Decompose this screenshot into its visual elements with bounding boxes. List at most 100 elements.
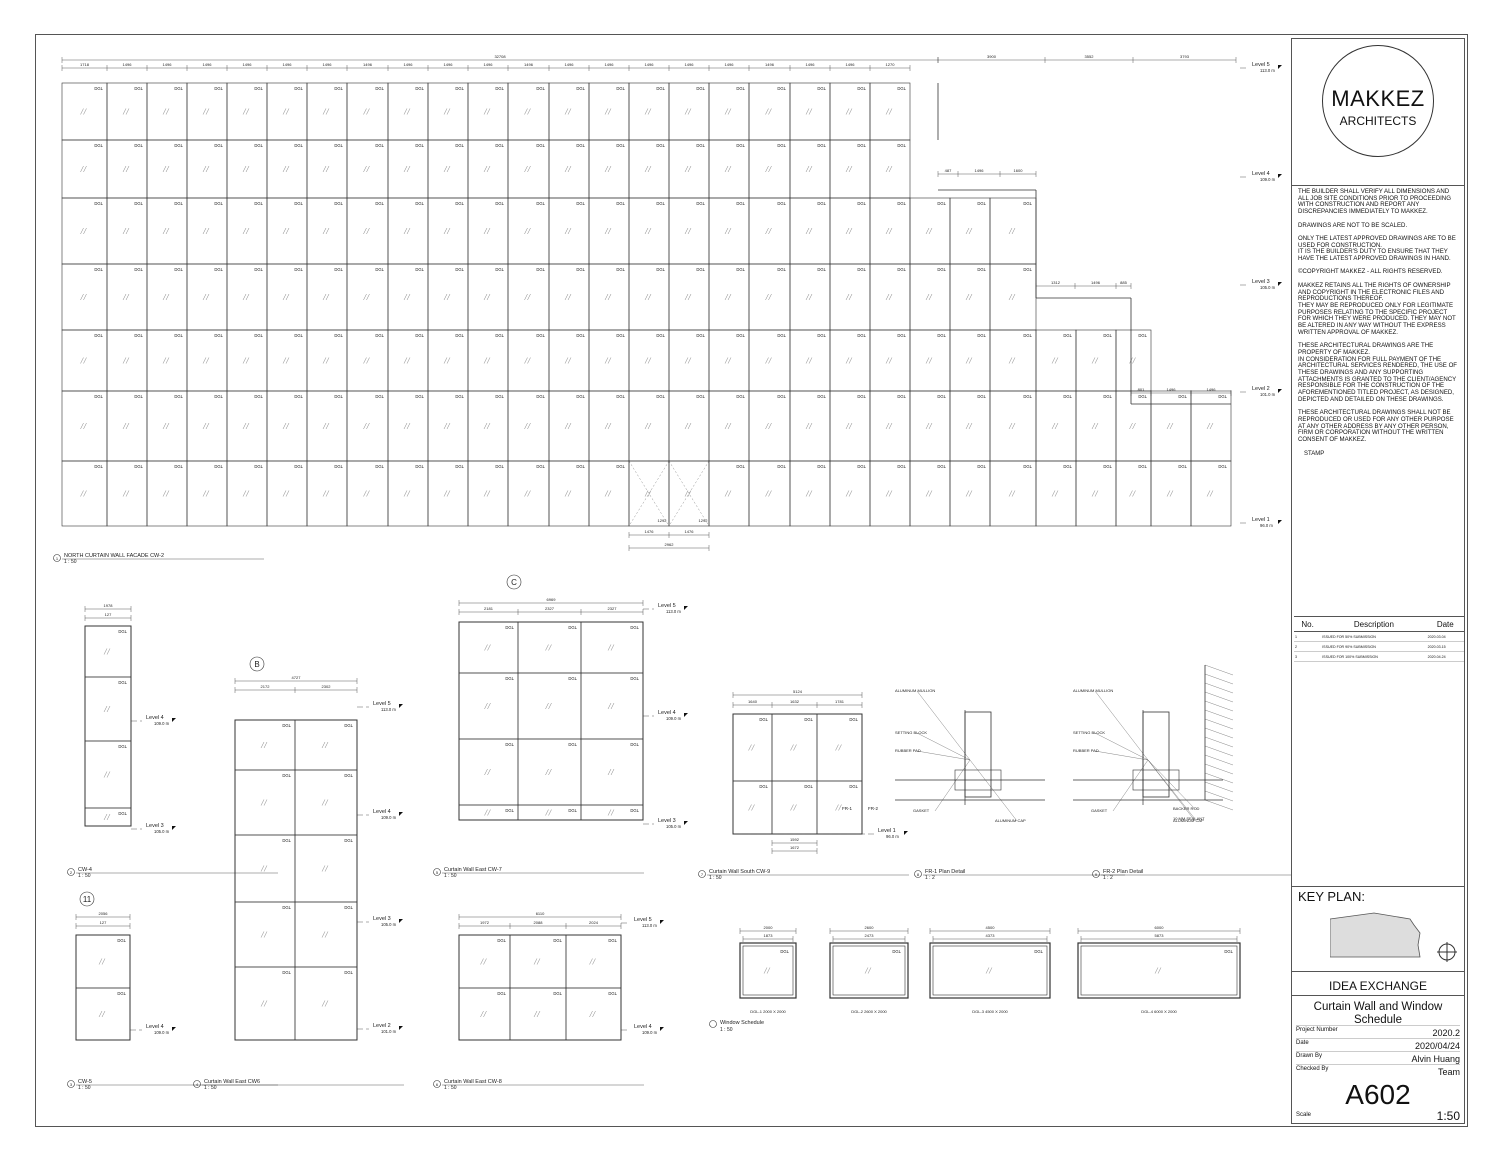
glazing-panel: [507, 263, 550, 331]
dimension-text: 1640: [748, 699, 758, 704]
panel-tag: DGL: [696, 333, 705, 338]
panel-tag: DGL: [536, 333, 545, 338]
glazing-panel: [294, 966, 358, 1041]
glazing-panel: [949, 329, 991, 392]
dimension-text: 3552: [1085, 54, 1095, 59]
glass-hatch: [325, 293, 330, 301]
panel-tag: DGL: [294, 201, 303, 206]
panel-tag: DGL: [495, 86, 504, 91]
panel-tag: DGL: [334, 333, 343, 338]
level-name: Level 2: [1252, 386, 1270, 392]
rev-desc: ISSUED FOR 100% SUBMISSION: [1321, 651, 1427, 662]
panel-tag: DGL: [344, 905, 353, 910]
glass-hatch: [607, 293, 612, 301]
glass-hatch: [165, 357, 170, 364]
glass-hatch: [965, 422, 970, 430]
dimension-text: 1496: [605, 62, 615, 67]
glass-hatch: [527, 108, 531, 115]
panel-tag: DGL: [897, 464, 906, 469]
glass-hatch: [751, 744, 755, 751]
panel-tag: DGL: [94, 143, 103, 148]
panel-tag: DGL: [294, 464, 303, 469]
glass-hatch: [263, 931, 268, 938]
project-number-label: Project Number: [1296, 1027, 1338, 1033]
panel-tag: DGL: [214, 201, 223, 206]
glass-hatch: [1008, 422, 1013, 430]
glass-hatch: [202, 227, 207, 235]
panel-tag: DGL: [849, 784, 858, 789]
glass-hatch: [1094, 357, 1099, 364]
glass-hatch: [122, 422, 127, 430]
glass-hatch: [282, 108, 287, 115]
glass-hatch: [484, 768, 488, 776]
panel-tag: DGL: [656, 333, 665, 338]
level-elevation: 109.0 m: [154, 721, 170, 726]
glass-hatch: [80, 490, 84, 497]
panel-tag: DGL: [254, 201, 263, 206]
glass-hatch: [968, 227, 973, 235]
glass-hatch: [888, 490, 893, 497]
panel-tag: DGL: [553, 938, 562, 943]
wall-hatch: [1204, 727, 1234, 739]
view-title: Window Schedule: [720, 1020, 764, 1026]
glass-hatch: [768, 227, 772, 235]
panel-tag: DGL: [1138, 333, 1147, 338]
dimension-text: 1496: [685, 62, 695, 67]
panel-tag: DGL: [568, 808, 577, 813]
glass-hatch: [263, 865, 268, 872]
panel-tag: DGL: [576, 201, 585, 206]
view-number-circle: [67, 1080, 75, 1088]
glazing-panel: [146, 263, 188, 331]
glass-hatch: [122, 227, 127, 235]
glass-hatch: [1008, 490, 1013, 497]
glass-hatch: [1094, 422, 1099, 430]
panel-tag: DGL: [344, 773, 353, 778]
glass-hatch: [242, 422, 247, 430]
dimension-text: 1632: [790, 699, 800, 704]
glass-hatch: [1008, 227, 1013, 235]
glass-hatch: [684, 422, 689, 430]
glass-hatch: [443, 227, 448, 235]
project-name: IDEA EXCHANGE: [1328, 979, 1428, 993]
glass-hatch: [644, 422, 649, 430]
glass-hatch: [245, 165, 250, 173]
panel-tag: DGL: [174, 267, 183, 272]
glass-hatch: [403, 357, 408, 364]
panel-tag: DGL: [254, 333, 263, 338]
glass-hatch: [125, 490, 130, 497]
glass-hatch: [724, 490, 729, 497]
glass-hatch: [285, 357, 290, 364]
glass-hatch: [282, 165, 287, 173]
glazing-panel: [61, 139, 108, 199]
level-elevation: 105.0 m: [381, 922, 397, 927]
frame-tag-fr2: FR-2: [868, 806, 878, 811]
glass-hatch: [805, 227, 810, 235]
glazing-panel: [748, 460, 791, 527]
glazing-panel: [186, 263, 228, 331]
glazing-panel: [628, 139, 670, 199]
glazing-panel: [507, 329, 550, 392]
glass-hatch: [103, 648, 108, 655]
glass-hatch: [1157, 967, 1162, 974]
dimension-text: 4500: [986, 925, 996, 930]
glass-hatch: [83, 293, 87, 301]
glass-hatch: [564, 108, 569, 115]
panel-tag: DGL: [696, 201, 705, 206]
glass-hatch: [763, 967, 768, 974]
glass-hatch: [968, 357, 973, 364]
panel-tag: DGL: [536, 86, 545, 91]
panel-tag: DGL: [1178, 394, 1187, 399]
glazing-panel: [668, 263, 710, 331]
glass-hatch: [768, 357, 772, 364]
wall-hatch: [1204, 754, 1234, 766]
section-callout-label: B: [254, 660, 259, 669]
panel-tag: DGL: [736, 464, 745, 469]
leader-line: [916, 732, 971, 761]
firm-logo: MAKKEZ ARCHITECTS: [1322, 45, 1434, 157]
glass-hatch: [724, 293, 729, 301]
glass-hatch: [83, 490, 87, 497]
glazing-panel: [306, 329, 348, 392]
panel-tag: DGL: [455, 267, 464, 272]
glass-hatch: [527, 357, 531, 364]
panel-tag: DGL: [576, 394, 585, 399]
